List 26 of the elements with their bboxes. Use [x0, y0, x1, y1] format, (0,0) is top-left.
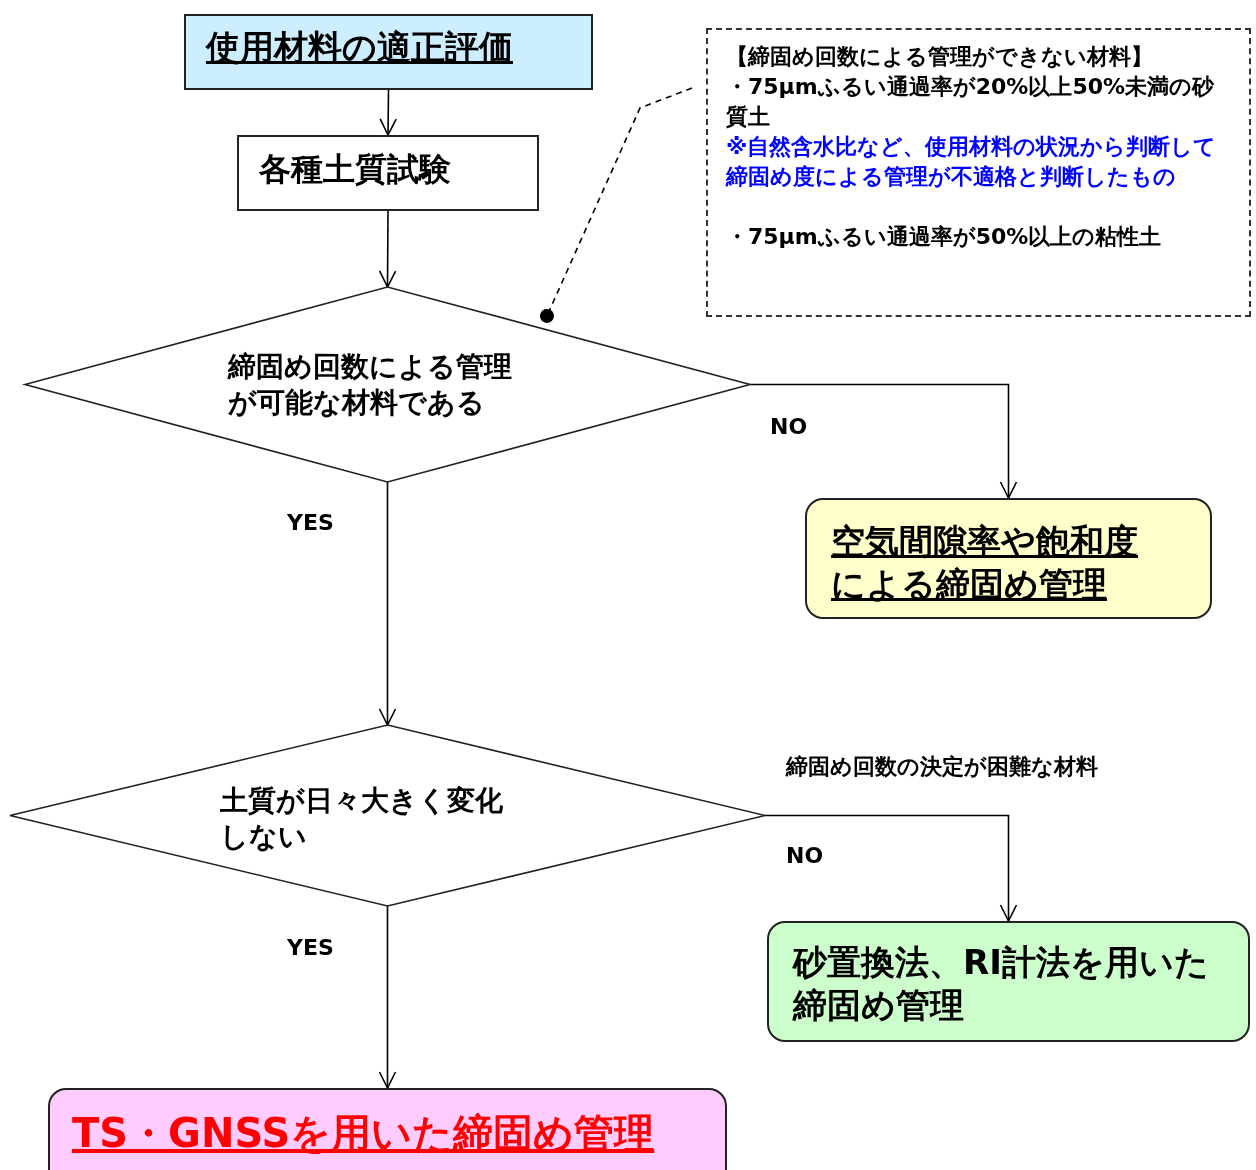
box-text: TS・GNSSを用いた締固め管理: [72, 1109, 656, 1158]
box-text: 砂置換法、RI計法を用いた締固め管理: [793, 941, 1210, 1026]
result-box: [767, 921, 1250, 1042]
diamond-text: 土質が日々大きく変化しない: [220, 783, 504, 856]
note-text: 【締固め回数による管理ができない材料】: [726, 43, 1154, 71]
result-box: [805, 498, 1212, 619]
process-box: [237, 135, 539, 211]
note-text: ・75μmふるい通過率が20%以上50%未満の砂質土: [726, 73, 1216, 131]
decision-diamond: [25, 287, 750, 482]
process-box: [184, 14, 593, 90]
box-text: 空気間隙率や飽和度による締固め管理: [831, 520, 1139, 605]
arrow: [378, 210, 397, 288]
box-text: 各種土質試験: [259, 149, 452, 189]
arrow: [764, 814, 1018, 922]
note-text: ・75μmふるい通過率が50%以上の粘性土: [726, 223, 1163, 251]
arrow: [378, 905, 397, 1089]
arrow: [378, 481, 397, 726]
result-box: [48, 1088, 727, 1170]
leader-line: [540, 87, 693, 323]
annotation-text: 締固め回数の決定が困難な材料: [786, 753, 1098, 781]
box-text: 使用材料の適正評価: [206, 26, 514, 69]
decision-diamond: [10, 725, 765, 906]
diamond-text: 締固め回数による管理が可能な材料である: [228, 349, 513, 422]
note-box: [706, 28, 1251, 317]
note-text: ※自然含水比など、使用材料の状況から判断して締固め度による管理が不適格と判断したもの: [726, 133, 1218, 191]
arrow: [379, 89, 397, 136]
